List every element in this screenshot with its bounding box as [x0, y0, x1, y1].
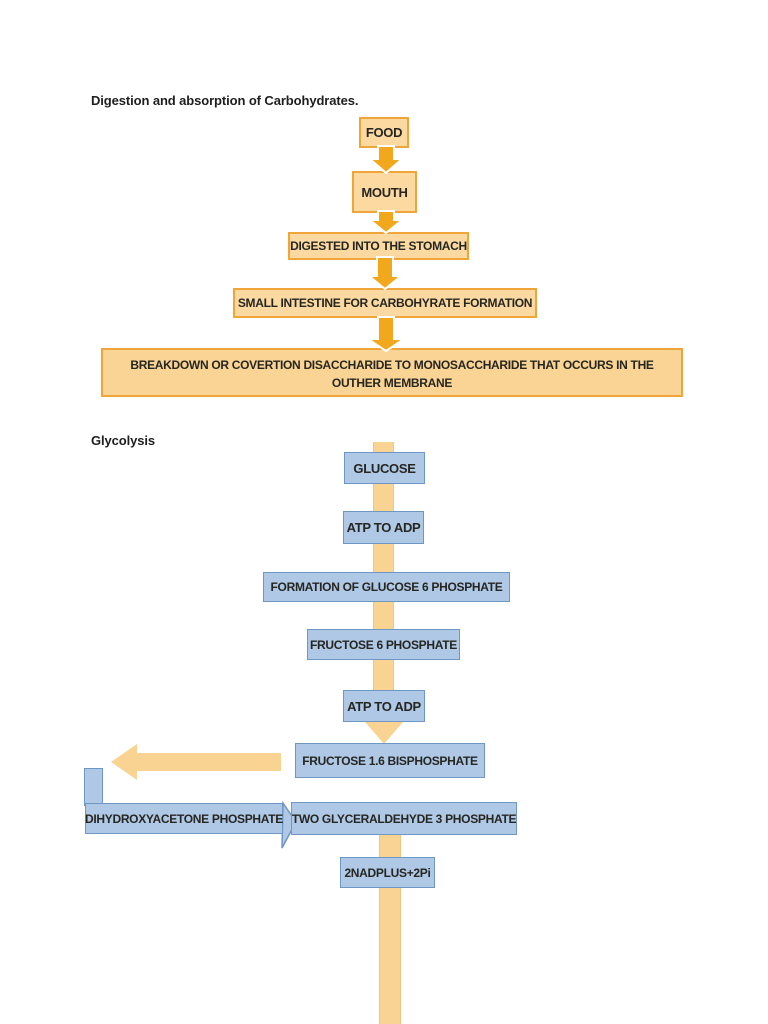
down-block-arrow-icon [368, 256, 402, 290]
down-arrowhead-icon [365, 722, 403, 744]
left-block-arrow-icon [111, 744, 281, 780]
flow-node-stomach: DIGESTED INTO THE STOMACH [288, 232, 469, 260]
flow-node-fructose-16-bisphosphate: FRUCTOSE 1.6 BISPHOSPHATE [295, 743, 485, 778]
flow-node-atp-adp-2: ATP TO ADP [343, 690, 425, 722]
flow-node-food: FOOD [359, 117, 409, 148]
flow-node-glucose: GLUCOSE [344, 452, 425, 484]
flow-node-breakdown-membrane: BREAKDOWN OR COVERTION DISACCHARIDE TO M… [101, 348, 683, 397]
flow-node-small-intestine: SMALL INTESTINE FOR CARBOHYRATE FORMATIO… [233, 288, 537, 318]
flow-node-2nadplus-2pi: 2NADPLUS+2Pi [340, 857, 435, 888]
down-block-arrow-icon [369, 145, 403, 174]
flow-node-dihydroxyacetone-phosphate: DIHYDROXYACETONE PHOSPHATE [85, 803, 283, 834]
flow-node-fructose-6-phosphate: FRUCTOSE 6 PHOSPHATE [307, 629, 460, 660]
flow-node-two-glyceraldehyde-3-phosphate: TWO GLYCERALDEHYDE 3 PHOSPHATE [291, 802, 517, 835]
elbow-connector [84, 768, 103, 806]
down-block-arrow-icon [367, 316, 405, 352]
down-block-arrow-icon [369, 210, 403, 234]
digestion-title: Digestion and absorption of Carbohydrate… [91, 93, 359, 108]
flow-node-glucose-6-phosphate-formation: FORMATION OF GLUCOSE 6 PHOSPHATE [263, 572, 510, 602]
flow-node-mouth: MOUTH [352, 171, 417, 213]
flow-node-atp-adp-1: ATP TO ADP [343, 511, 424, 544]
glycolysis-title: Glycolysis [91, 433, 156, 448]
